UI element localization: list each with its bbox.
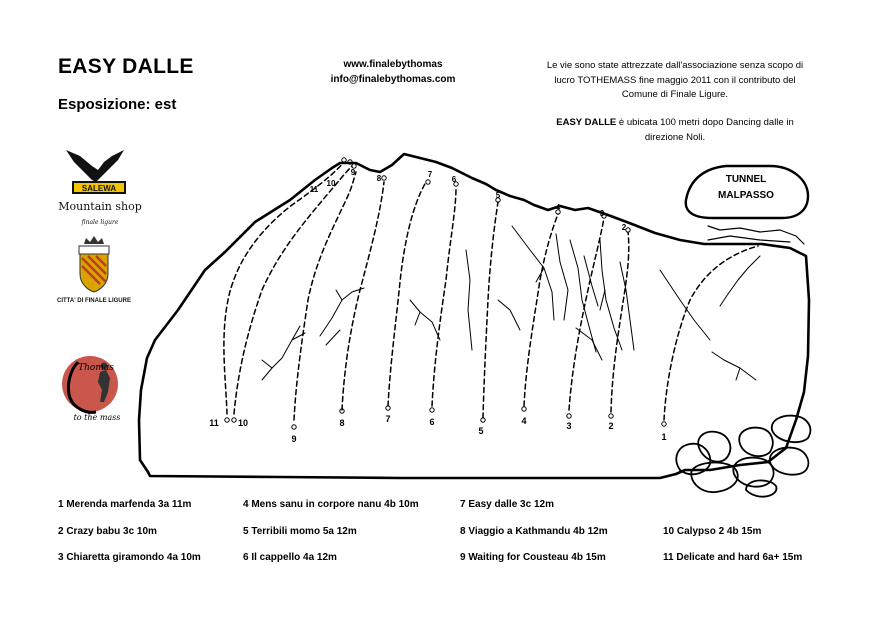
salewa-logo[interactable]: SALEWA Mountain shop finale ligure xyxy=(58,150,142,226)
comune-name: CITTA' DI FINALE LIGURE xyxy=(57,298,131,304)
legend-route-10: 10 Calypso 2 4b 15m xyxy=(663,526,761,537)
crag-outline xyxy=(137,152,811,480)
route-number-4-bottom: 4 xyxy=(521,416,526,426)
route-number-10-bottom: 10 xyxy=(238,418,248,428)
route-number-9-top: 9 xyxy=(351,168,356,177)
route-number-11-bottom: 11 xyxy=(209,418,219,428)
route-number-8-top: 8 xyxy=(377,174,382,183)
salewa-city: finale ligure xyxy=(81,219,119,226)
legend-route-8: 8 Viaggio a Kathmandu 4b 12m xyxy=(460,526,608,537)
route-line-6 xyxy=(431,187,457,407)
route-number-7-bottom: 7 xyxy=(385,414,390,424)
route-line-5 xyxy=(482,201,499,419)
website-link[interactable]: www.finalebythomas xyxy=(343,59,443,70)
route-line-11 xyxy=(223,161,345,415)
tunnel-label-line1: TUNNEL xyxy=(726,174,767,185)
legend-route-5: 5 Terribili momo 5a 12m xyxy=(243,526,357,537)
route-line-4 xyxy=(523,213,559,407)
page-title: EASY DALLE xyxy=(58,55,194,78)
route-number-5-bottom: 5 xyxy=(478,426,483,436)
boulder xyxy=(732,456,775,488)
route-number-3-bottom: 3 xyxy=(566,421,571,431)
route-number-6-top: 6 xyxy=(452,175,457,184)
climber-icon xyxy=(98,370,110,402)
tothemass-logo[interactable]: Thomas to the mass xyxy=(62,356,120,422)
route-number-9-bottom: 9 xyxy=(291,434,296,444)
route-number-10-top: 10 xyxy=(327,179,336,188)
comune-crest[interactable]: CITTA' DI FINALE LIGURE xyxy=(57,236,131,304)
tothemass-sub: to the mass xyxy=(74,413,121,422)
location-bold: EASY DALLE xyxy=(556,117,617,128)
boulder xyxy=(675,442,712,476)
boulder xyxy=(690,461,739,493)
route-number-7-top: 7 xyxy=(428,170,433,179)
salewa-shop: Mountain shop xyxy=(58,200,142,213)
legend-route-4: 4 Mens sanu in corpore nanu 4b 10m xyxy=(243,499,419,510)
route-number-4-top: 4 xyxy=(556,203,561,212)
boulder xyxy=(768,446,810,476)
route-number-2-top: 2 xyxy=(622,223,627,232)
route-line-7 xyxy=(387,181,427,407)
boulder xyxy=(745,479,778,498)
route-number-3-top: 3 xyxy=(600,209,605,218)
route-number-2-bottom: 2 xyxy=(608,421,613,431)
legend-route-2: 2 Crazy babu 3c 10m xyxy=(58,526,157,537)
route-line-9 xyxy=(293,171,357,421)
route-number-6-bottom: 6 xyxy=(429,417,434,427)
route-lines xyxy=(223,161,759,421)
legend-route-9: 9 Waiting for Cousteau 4b 15m xyxy=(460,552,606,563)
anchors xyxy=(224,157,667,430)
exposure-label: Esposizione: est xyxy=(58,96,177,113)
legend-route-1: 1 Merenda marfenda 3a 11m xyxy=(58,499,192,510)
eagle-icon xyxy=(66,150,124,182)
route-number-8-bottom: 8 xyxy=(339,418,344,428)
legend-route-11: 11 Delicate and hard 6a+ 15m xyxy=(663,552,802,563)
tothemass-name: Thomas xyxy=(78,363,114,373)
location-paragraph: EASY DALLE è ubicata 100 metri dopo Danc… xyxy=(540,116,810,145)
crown-icon xyxy=(84,236,104,244)
route-line-8 xyxy=(341,181,385,411)
tunnel-wall xyxy=(707,225,805,245)
email-link[interactable]: info@finalebythomas.com xyxy=(330,74,456,85)
tunnel-label-line2: MALPASSO xyxy=(718,190,774,201)
info-paragraph: Le vie sono state attrezzate dall'associ… xyxy=(546,60,804,100)
route-number-11-top: 11 xyxy=(310,185,319,194)
route-number-1-bottom: 1 xyxy=(661,432,666,442)
route-line-3 xyxy=(568,217,605,411)
legend-route-7: 7 Easy dalle 3c 12m xyxy=(460,499,554,510)
boulder xyxy=(770,414,812,444)
route-number-5-top: 5 xyxy=(496,191,501,200)
rock-cracks xyxy=(261,225,761,381)
legend-route-3: 3 Chiaretta giramondo 4a 10m xyxy=(58,552,201,563)
salewa-brand: SALEWA xyxy=(82,184,116,193)
legend-route-6: 6 Il cappello 4a 12m xyxy=(243,552,337,563)
location-text: è ubicata 100 metri dopo Dancing dalle i… xyxy=(616,117,794,143)
route-line-10 xyxy=(233,165,353,415)
boulder xyxy=(697,430,732,463)
route-line-2 xyxy=(610,231,630,413)
route-line-1 xyxy=(663,245,759,421)
boulder xyxy=(738,426,774,458)
tunnel-shape xyxy=(684,164,810,220)
